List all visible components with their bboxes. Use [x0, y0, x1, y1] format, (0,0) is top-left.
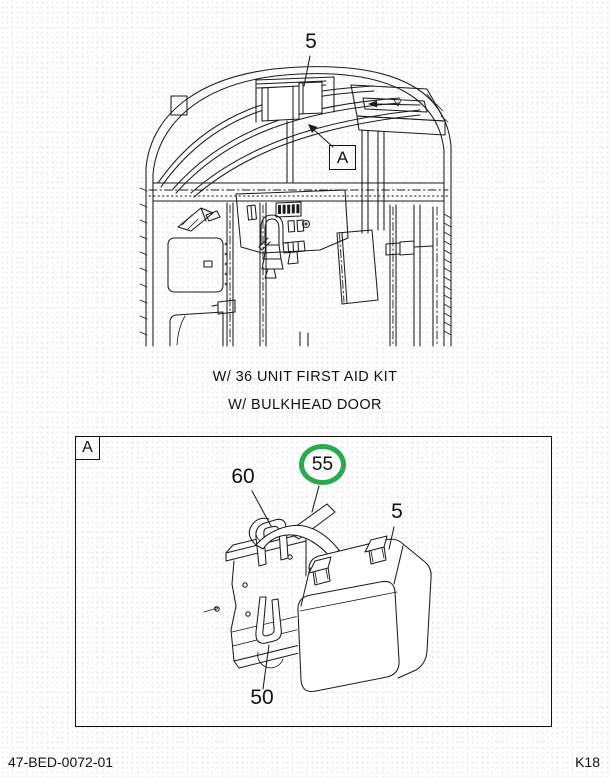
cab-frame-drawing — [139, 55, 452, 347]
detail-corner-label: A — [76, 437, 100, 460]
console-arrow — [368, 99, 421, 108]
strap-loop-lower — [255, 596, 282, 644]
callout-50: 50 — [250, 686, 274, 709]
latch — [364, 535, 388, 565]
page-code: K18 — [575, 754, 600, 770]
callout-5-overview: 5 — [305, 30, 317, 53]
caption-bulkhead-door: W/ BULKHEAD DOOR — [228, 397, 382, 413]
detail-ref-letter: A — [336, 147, 349, 167]
leader-line-55 — [311, 485, 320, 513]
first-aid-kit-mounted — [255, 76, 335, 123]
dashboard — [177, 189, 349, 279]
caption-first-aid-kit: W/ 36 UNIT FIRST AID KIT — [212, 369, 398, 385]
callout-55-highlight[interactable]: 55 — [299, 444, 346, 485]
pillars — [226, 118, 438, 347]
callout-5-detail: 5 — [391, 500, 403, 523]
first-aid-kit-detail-drawing — [203, 485, 432, 696]
leader-line-5-detail — [388, 526, 395, 550]
callout-60: 60 — [231, 465, 255, 488]
roof-fixture — [170, 95, 188, 116]
overhead-console — [350, 84, 446, 234]
bulkhead-door — [167, 237, 236, 347]
detail-view-frame: A — [75, 436, 552, 727]
right-side-panel — [336, 229, 434, 305]
detail-corner-letter: A — [82, 439, 93, 456]
first-aid-kit-case — [296, 535, 432, 696]
leader-line-5 — [303, 55, 311, 87]
leader-line-50 — [262, 644, 270, 690]
steering-wheel — [258, 214, 284, 279]
leader-line-60 — [251, 490, 272, 527]
header-rail — [148, 182, 449, 202]
detail-ref-label: A — [329, 145, 356, 170]
callout-55[interactable]: 55 — [311, 453, 334, 475]
detail-ref-arrow — [308, 124, 334, 148]
roof-bows — [157, 85, 421, 198]
document-number: 47-BED-0072-01 — [8, 754, 114, 770]
latch — [308, 556, 332, 586]
floor-stub — [299, 331, 309, 347]
